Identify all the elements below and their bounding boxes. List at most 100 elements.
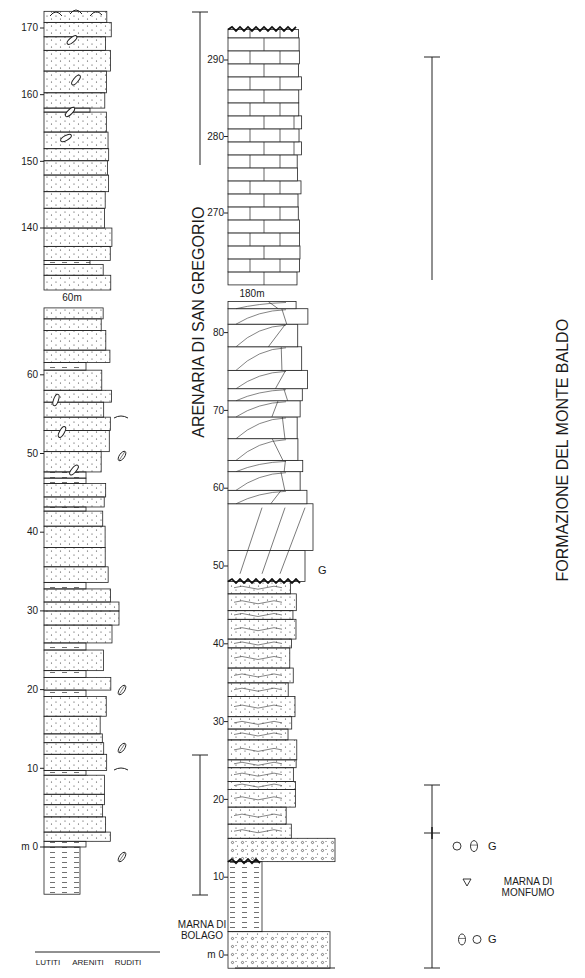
axis-tick bbox=[224, 877, 228, 878]
bedform-symbol bbox=[50, 10, 102, 16]
formation-name: ARENARIA DI SAN GREGORIO bbox=[191, 206, 209, 437]
brick-joint bbox=[264, 220, 265, 233]
rock-bed bbox=[228, 370, 307, 388]
rock-bed bbox=[44, 208, 105, 228]
axis-tick bbox=[224, 60, 228, 61]
rock-bed bbox=[228, 717, 292, 729]
rock-bed bbox=[44, 511, 103, 526]
brick-joint bbox=[250, 181, 251, 194]
scale-label: 280 bbox=[207, 131, 224, 143]
rock-bed bbox=[44, 625, 112, 643]
rock-bed bbox=[228, 696, 295, 716]
lamination bbox=[234, 586, 282, 589]
rock-bed bbox=[228, 648, 290, 668]
scale-label: 180m bbox=[239, 288, 264, 300]
rock-bed bbox=[228, 116, 302, 129]
rock-bed bbox=[44, 478, 86, 483]
joint-line bbox=[268, 324, 285, 347]
range-bracket bbox=[424, 785, 440, 786]
rock-bed bbox=[44, 430, 109, 451]
scale-label: 60 bbox=[27, 369, 38, 381]
rock-bed bbox=[44, 547, 105, 566]
rock-bed bbox=[228, 207, 298, 220]
axis-tick bbox=[224, 721, 228, 722]
bedding-line bbox=[262, 508, 285, 574]
rock-bed bbox=[44, 716, 100, 734]
rock-bed bbox=[228, 504, 313, 551]
top-break bbox=[228, 27, 296, 31]
scale-label: G bbox=[488, 840, 497, 853]
lamination bbox=[234, 733, 282, 736]
grain-scale-axis bbox=[235, 968, 335, 969]
axis-tick bbox=[224, 332, 228, 333]
brick-joint bbox=[264, 168, 265, 181]
brick-joint bbox=[280, 103, 281, 116]
rock-bed bbox=[228, 309, 308, 324]
scale-label: 140 bbox=[21, 222, 38, 234]
joint-line bbox=[275, 370, 285, 388]
scale-label: G bbox=[318, 564, 327, 577]
clast-symbol bbox=[52, 394, 61, 407]
scale-label: 60 bbox=[213, 482, 224, 494]
gastropod-symbol bbox=[459, 934, 466, 945]
axis-tick bbox=[224, 213, 228, 214]
foraminifer-symbol bbox=[453, 842, 461, 850]
scale-label: 50 bbox=[213, 560, 224, 572]
brick-joint bbox=[250, 129, 251, 142]
scale-label: 150 bbox=[21, 156, 38, 168]
rock-bed bbox=[228, 347, 302, 371]
rock-bed bbox=[228, 668, 293, 683]
rock-bed bbox=[228, 862, 262, 932]
scale-label: 60m bbox=[62, 292, 81, 304]
rock-bed bbox=[44, 22, 111, 36]
rock-bed bbox=[228, 220, 299, 233]
brick-joint bbox=[280, 51, 281, 64]
joint-line bbox=[282, 417, 285, 439]
rock-bed bbox=[44, 743, 104, 755]
rock-bed bbox=[228, 417, 297, 439]
rock-bed bbox=[44, 484, 106, 497]
rock-bed bbox=[228, 782, 295, 790]
joint-line bbox=[272, 401, 278, 417]
plant-fossil-symbol bbox=[117, 851, 128, 863]
scale-label: 290 bbox=[207, 54, 224, 66]
rock-bed bbox=[228, 460, 303, 471]
rock-bed bbox=[44, 275, 111, 290]
cross-bedding bbox=[236, 390, 286, 401]
rock-bed bbox=[228, 740, 297, 760]
scale-label: m 0 bbox=[21, 841, 38, 853]
range-bracket bbox=[432, 57, 433, 280]
scale-label: 20 bbox=[27, 684, 38, 696]
cross-bedding bbox=[236, 325, 286, 347]
rock-bed bbox=[44, 112, 106, 132]
cross-bedding bbox=[236, 371, 286, 388]
scale-label: 70 bbox=[213, 405, 224, 417]
rock-bed bbox=[228, 103, 299, 116]
lamination bbox=[234, 748, 282, 751]
brick-joint bbox=[264, 272, 265, 285]
brick-joint bbox=[250, 233, 251, 246]
rock-bed bbox=[228, 246, 300, 259]
lamination bbox=[234, 613, 282, 616]
lamination bbox=[234, 773, 282, 776]
lamination bbox=[234, 814, 282, 817]
scale-label: 170 bbox=[21, 22, 38, 34]
gastropod-symbol bbox=[471, 845, 477, 846]
scale-label: LUTITI bbox=[36, 958, 60, 967]
rock-bed bbox=[44, 817, 106, 832]
rock-bed bbox=[44, 582, 86, 589]
rock-bed bbox=[44, 770, 86, 775]
scale-label: 270 bbox=[207, 207, 224, 219]
formation-name: FORMAZIONE DEL MONTE BALDO bbox=[554, 319, 572, 582]
rock-bed bbox=[44, 734, 102, 743]
rock-bed bbox=[228, 389, 302, 401]
rock-bed bbox=[228, 932, 330, 969]
cross-bedding bbox=[236, 402, 286, 417]
scale-label: ARENITI bbox=[72, 958, 104, 967]
lamination bbox=[234, 721, 282, 724]
range-bracket bbox=[192, 895, 208, 896]
axis-tick bbox=[40, 847, 44, 848]
rock-bed bbox=[44, 602, 119, 611]
rock-bed bbox=[44, 832, 110, 841]
range-bracket bbox=[431, 827, 433, 839]
